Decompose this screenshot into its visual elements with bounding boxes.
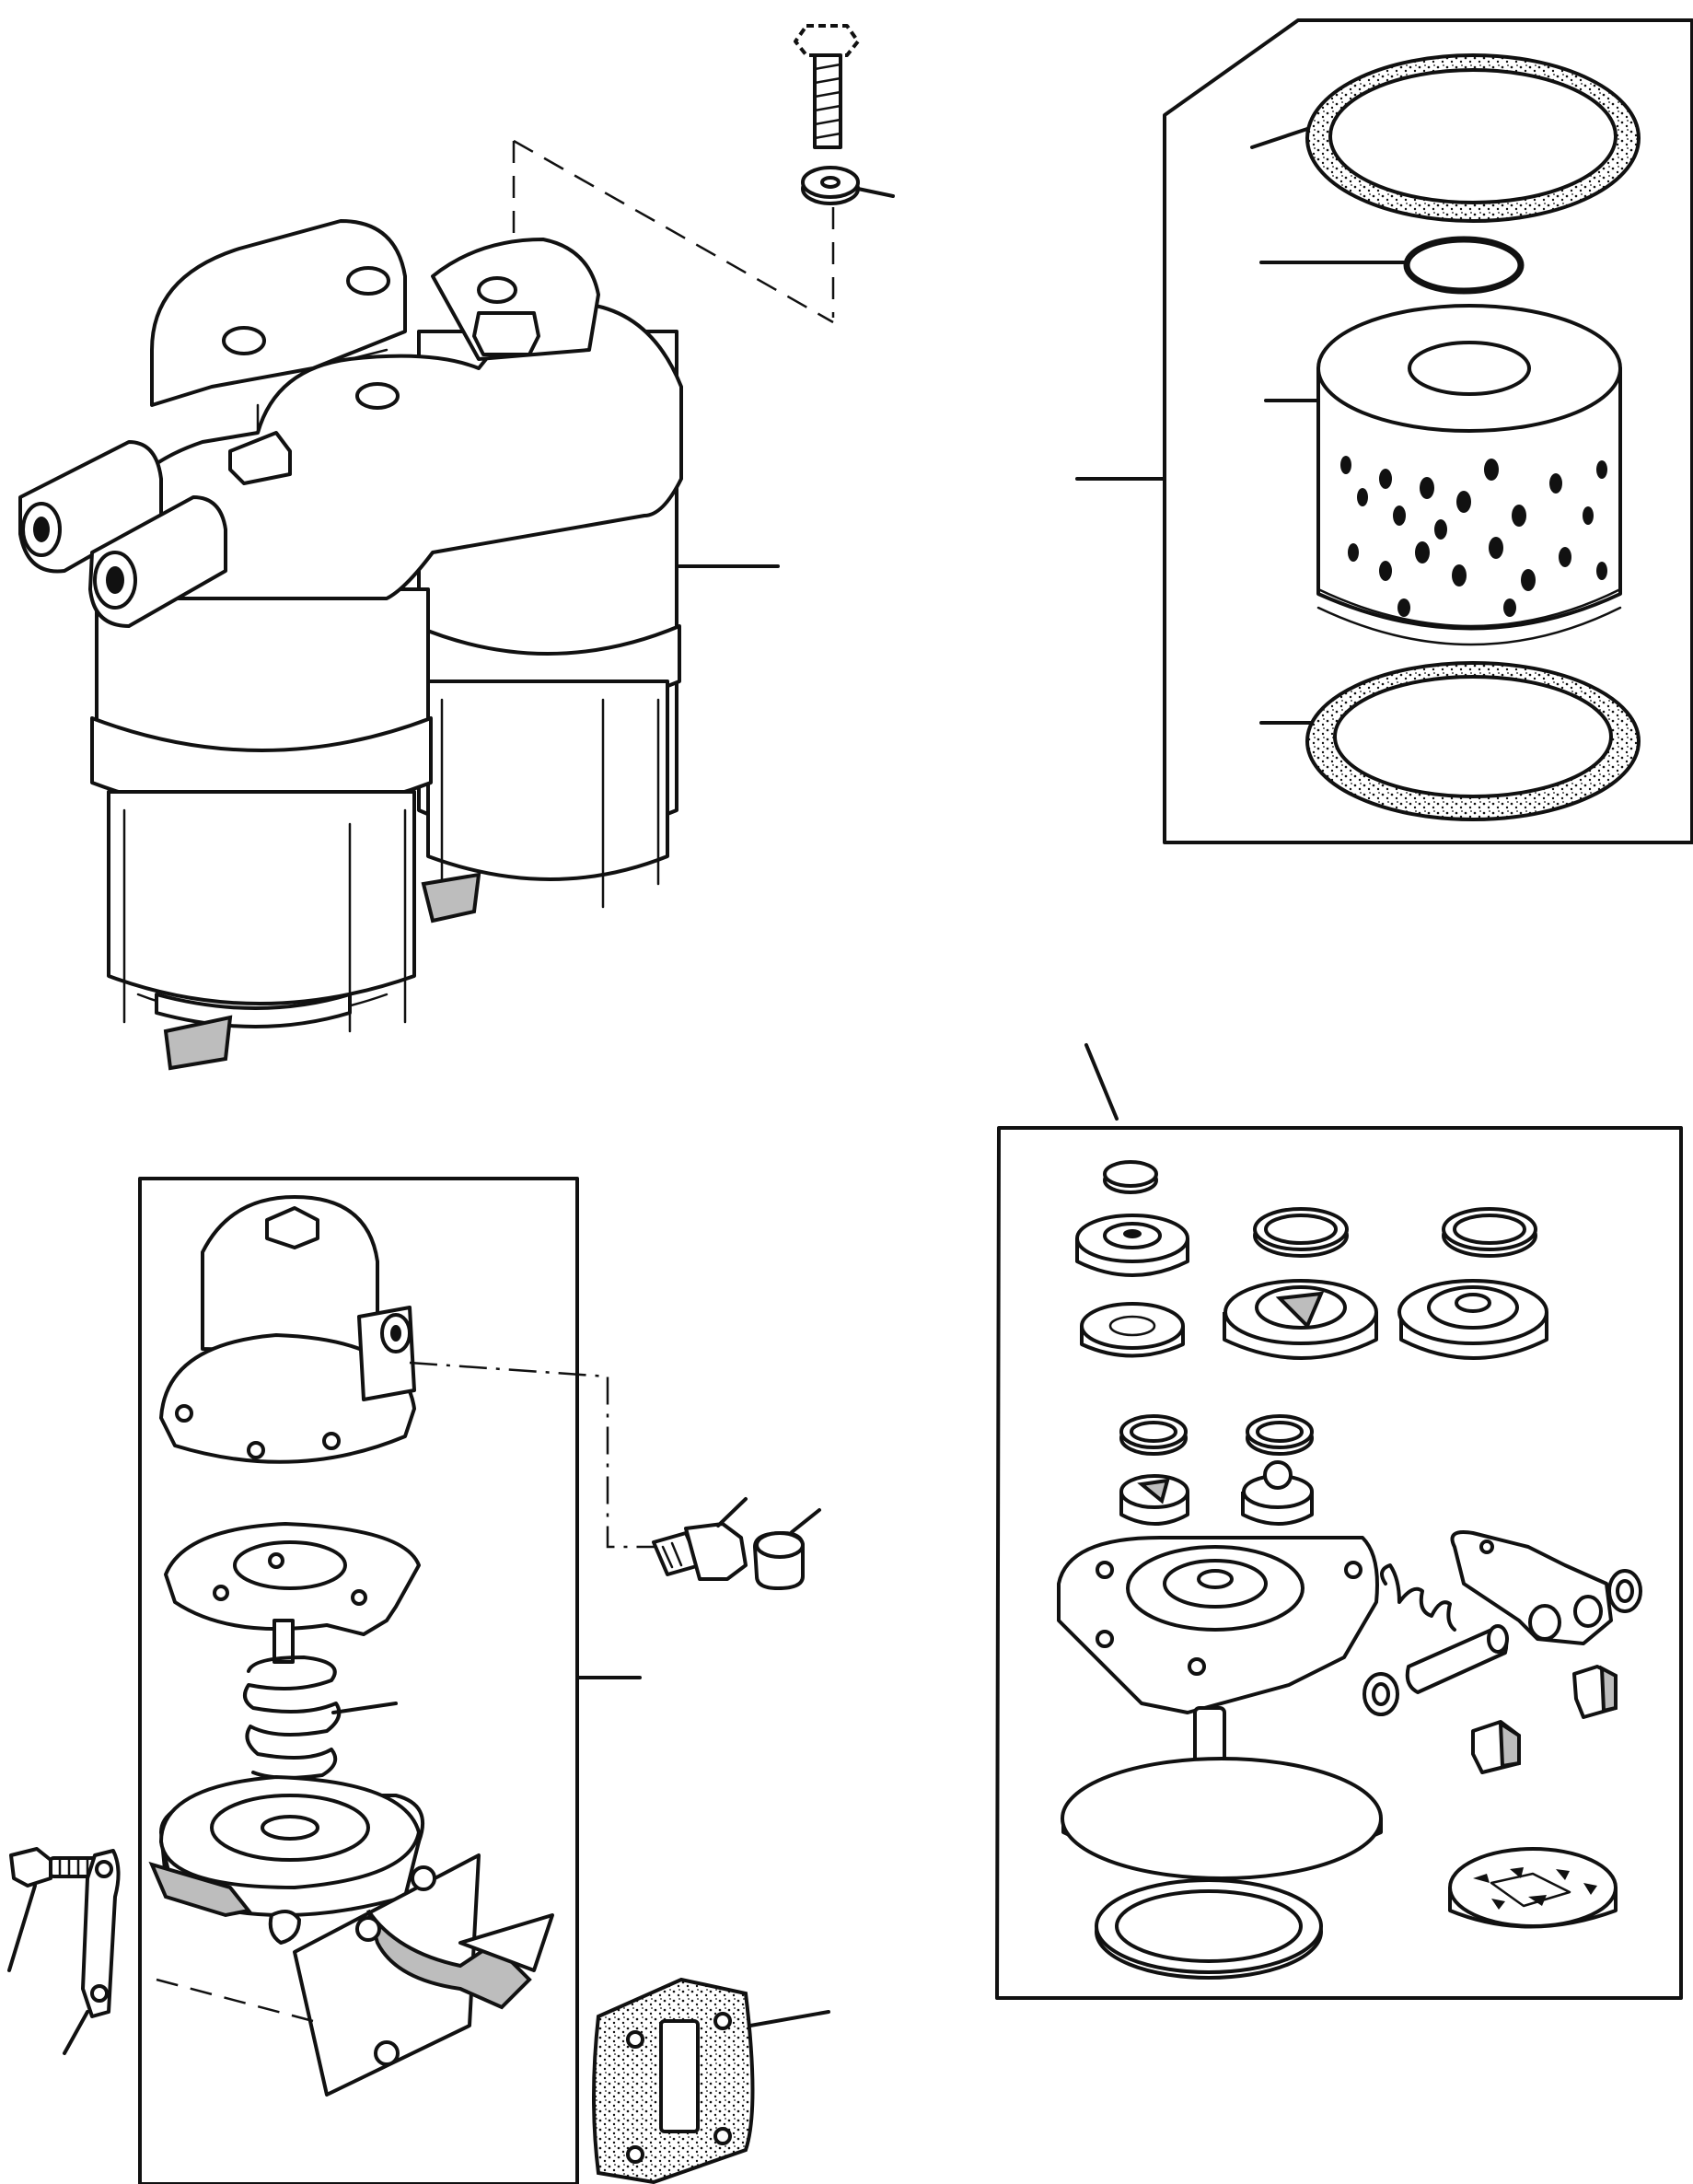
filter-element-kit [1075, 18, 1693, 844]
leader-spring [331, 1702, 398, 1714]
outlet-cap [753, 1531, 805, 1590]
outlet-fitting [652, 1522, 748, 1581]
outlet-centerline [409, 1361, 663, 1549]
mounting-bolt [9, 1847, 99, 1888]
filter-element [1316, 304, 1622, 646]
kit-valve-5 [1241, 1460, 1314, 1526]
front-filter-canister [90, 587, 433, 1071]
kit-lower-diaphragm [1061, 1757, 1383, 1880]
lift-pump-repair-kit [995, 1043, 1683, 2000]
leader-repair-kit [1084, 1043, 1119, 1121]
kit-pivot-pin [1405, 1624, 1509, 1694]
leader-cap [790, 1508, 821, 1534]
top-sealing-ring [1305, 53, 1641, 223]
diaphragm [164, 1522, 421, 1664]
filter-head [18, 219, 683, 628]
kit-gasket-ring [1095, 1878, 1323, 1980]
kit-pin-washer-2 [1363, 1672, 1399, 1716]
kit-valve-4 [1119, 1474, 1189, 1526]
leader-locking-plate [63, 2010, 89, 2055]
kit-valve-cage-disc [1448, 1847, 1618, 1929]
kit-spring [1380, 1563, 1456, 1632]
hex-bolt [794, 24, 860, 149]
kit-rocker-arm [1450, 1530, 1613, 1645]
kit-clip-2 [1471, 1720, 1521, 1774]
fuel-lift-pump [7, 1177, 830, 2184]
kit-upper-housing [1057, 1536, 1379, 1795]
leader-top-ring [1250, 127, 1309, 149]
leader-gasket [748, 2010, 830, 2027]
leader-fitting [716, 1497, 748, 1528]
kit-valve-1 [1075, 1214, 1189, 1277]
sealing-washer [801, 166, 860, 205]
kit-valve-seat-1 [1080, 1302, 1185, 1358]
bottom-sealing-ring [1305, 661, 1641, 821]
locking-plate [81, 1849, 121, 2018]
kit-washer-1 [1103, 1160, 1158, 1194]
small-o-ring [1403, 236, 1525, 295]
pump-outline-box [138, 1177, 579, 2184]
kit-outline-box [1163, 18, 1693, 844]
twin-fuel-filter-assembly [18, 24, 895, 1071]
kit-ring-5 [1246, 1414, 1314, 1456]
leader-bolt [7, 1884, 37, 1972]
diaphragm-spring [243, 1655, 342, 1780]
pump-gasket [592, 1977, 755, 2184]
kit-valve-2 [1223, 1279, 1378, 1360]
leader-washer [856, 187, 895, 198]
bolt-alignment-line [513, 139, 834, 324]
kit-clip-1 [1572, 1665, 1618, 1719]
repair-kit-outline-box [995, 1126, 1683, 2000]
bolt-centerline [156, 1978, 314, 2023]
kit-ring-3 [1442, 1207, 1537, 1258]
pump-body [148, 1775, 554, 2097]
kit-valve-3 [1397, 1279, 1548, 1360]
perforations [1340, 456, 1607, 617]
kit-ring-4 [1119, 1414, 1188, 1456]
kit-pin-washer [1607, 1569, 1642, 1613]
kit-ring-2 [1253, 1207, 1349, 1258]
